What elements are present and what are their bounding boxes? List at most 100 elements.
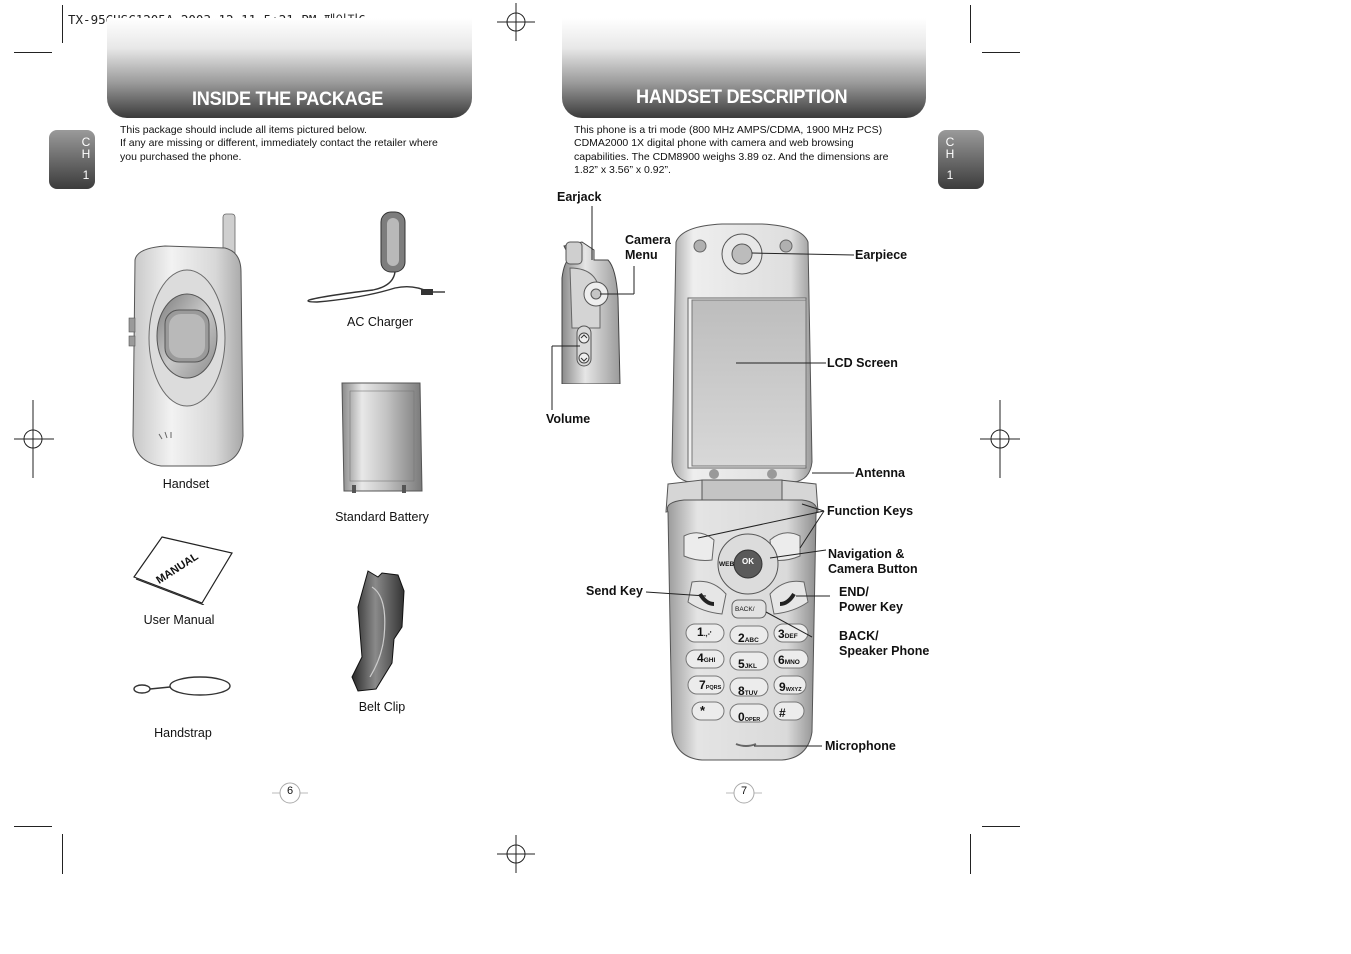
callout-volume: Volume bbox=[546, 412, 591, 426]
crop-mark bbox=[14, 826, 52, 827]
key-0: 0OPER bbox=[738, 710, 760, 724]
registration-mark-icon bbox=[14, 400, 54, 478]
crop-mark bbox=[970, 5, 971, 43]
crop-mark bbox=[62, 834, 63, 874]
section-header-band bbox=[562, 18, 926, 118]
intro-text: This package should include all items pi… bbox=[120, 124, 480, 164]
key-letters: TUV bbox=[744, 690, 758, 697]
key-letters: JKL bbox=[744, 663, 757, 670]
callout-line: Power Key bbox=[839, 600, 903, 614]
page-number-ornament-icon bbox=[726, 782, 762, 804]
key-digit: 2 bbox=[738, 631, 745, 645]
callout-navigation-camera: Navigation & Camera Button bbox=[828, 547, 918, 577]
key-digit: 7 bbox=[699, 678, 706, 692]
key-4: 4GHI bbox=[697, 651, 715, 665]
web-key-label: WEB bbox=[719, 561, 735, 568]
crop-mark bbox=[14, 52, 52, 53]
key-letters: DEF bbox=[784, 633, 798, 640]
callout-leader-lines bbox=[551, 206, 855, 747]
handstrap-illustration bbox=[133, 676, 231, 696]
back-key-label: BACK/ bbox=[735, 606, 755, 613]
key-8: 8TUV bbox=[738, 684, 758, 698]
key-letters: PQRS bbox=[705, 685, 722, 691]
callout-line: Navigation & bbox=[828, 547, 905, 561]
chapter-tab: C H 1 bbox=[938, 130, 984, 189]
key-digit: 3 bbox=[778, 627, 785, 641]
key-5: 5JKL bbox=[738, 657, 757, 671]
crop-mark bbox=[982, 52, 1020, 53]
key-letters: MNO bbox=[784, 659, 800, 666]
intro-line: This package should include all items pi… bbox=[120, 124, 367, 136]
chapter-tab-letter: H bbox=[945, 147, 955, 161]
key-letters: GHI bbox=[703, 657, 716, 664]
callout-camera-menu: Camera Menu bbox=[625, 233, 671, 263]
key-digit: 1 bbox=[697, 625, 704, 639]
key-digit: 4 bbox=[697, 651, 704, 665]
item-caption: Handset bbox=[162, 477, 210, 491]
page-title: HANDSET DESCRIPTION bbox=[636, 86, 848, 108]
phone-side-view-illustration bbox=[561, 241, 621, 384]
callout-line: Camera bbox=[625, 233, 671, 247]
page-number-ornament-icon bbox=[272, 782, 308, 804]
chapter-tab-number: 1 bbox=[82, 168, 90, 182]
item-caption: Belt Clip bbox=[358, 700, 406, 714]
key-letters: ABC bbox=[744, 637, 759, 644]
key-hash: # bbox=[779, 706, 786, 720]
key-digit: 9 bbox=[779, 680, 786, 694]
key-7: 7PQRS bbox=[699, 678, 721, 692]
ac-charger-illustration bbox=[307, 211, 445, 303]
handset-illustration bbox=[128, 213, 244, 467]
crop-mark bbox=[982, 826, 1020, 827]
callout-back-speaker: BACK/ Speaker Phone bbox=[839, 629, 929, 659]
callout-antenna: Antenna bbox=[855, 466, 905, 480]
key-letters: OPER bbox=[744, 717, 761, 723]
key-2: 2ABC bbox=[738, 631, 759, 645]
key-digit: 8 bbox=[738, 684, 745, 698]
callout-line: Speaker Phone bbox=[839, 644, 930, 658]
key-9: 9WXYZ bbox=[779, 680, 802, 694]
registration-mark-icon bbox=[980, 400, 1020, 478]
intro-text: This phone is a tri mode (800 MHz AMPS/C… bbox=[574, 124, 924, 177]
key-star: * bbox=[700, 703, 706, 718]
item-caption: Standard Battery bbox=[335, 510, 429, 524]
key-letters: .,-' bbox=[703, 631, 712, 638]
key-digit: 5 bbox=[738, 657, 745, 671]
intro-line: 1.82” x 3.56” x 0.92”. bbox=[574, 163, 671, 176]
key-digit: 6 bbox=[778, 653, 785, 667]
callout-line: END/ bbox=[839, 585, 869, 599]
page-number: 6 bbox=[286, 785, 294, 797]
item-caption: AC Charger bbox=[347, 315, 413, 329]
registration-mark-icon bbox=[497, 3, 535, 41]
callout-end-power: END/ Power Key bbox=[839, 585, 903, 615]
callout-line: Camera Button bbox=[828, 562, 918, 576]
phone-open-illustration bbox=[665, 223, 819, 761]
chapter-tab-letter: C bbox=[945, 135, 955, 149]
registration-mark-icon bbox=[497, 835, 535, 873]
chapter-tab-letter: H bbox=[81, 147, 91, 161]
key-6: 6MNO bbox=[778, 653, 800, 667]
callout-earpiece: Earpiece bbox=[855, 248, 908, 262]
callout-line: Menu bbox=[625, 248, 658, 262]
intro-line: you purchased the phone. bbox=[120, 150, 242, 163]
intro-line: This phone is a tri mode (800 MHz AMPS/C… bbox=[574, 124, 883, 136]
callout-microphone: Microphone bbox=[825, 739, 896, 753]
section-header-band bbox=[107, 18, 472, 118]
callout-lcd-screen: LCD Screen bbox=[827, 356, 898, 370]
key-3: 3DEF bbox=[778, 627, 798, 641]
page-title: INSIDE THE PACKAGE bbox=[192, 88, 384, 110]
chapter-tab-letter: C bbox=[81, 135, 91, 149]
callout-earjack: Earjack bbox=[557, 190, 602, 204]
key-1: 1.,-' bbox=[697, 625, 712, 639]
key-digit: 0 bbox=[738, 710, 745, 724]
item-caption: User Manual bbox=[143, 613, 215, 627]
intro-line: If any are missing or different, immedia… bbox=[120, 137, 438, 150]
item-caption: Handstrap bbox=[154, 726, 212, 740]
intro-line: capabilities. The CDM8900 weighs 3.89 oz… bbox=[574, 150, 889, 163]
chapter-tab: C H 1 bbox=[49, 130, 95, 189]
callout-function-keys: Function Keys bbox=[827, 504, 914, 518]
page-number: 7 bbox=[740, 785, 748, 797]
callout-send-key: Send Key bbox=[586, 584, 643, 598]
chapter-tab-number: 1 bbox=[946, 168, 954, 182]
belt-clip-illustration bbox=[351, 570, 405, 692]
crop-mark bbox=[970, 834, 971, 874]
